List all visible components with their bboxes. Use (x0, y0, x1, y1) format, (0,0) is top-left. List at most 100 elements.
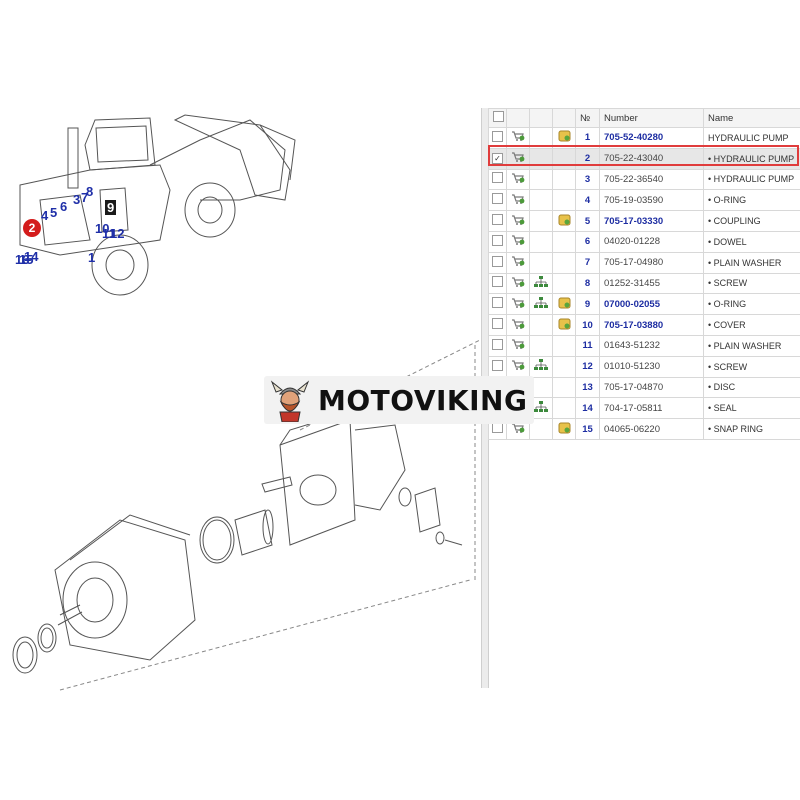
callout-2-active[interactable]: 2 (23, 219, 41, 237)
cart-add-icon[interactable] (511, 130, 525, 142)
row-checkbox[interactable] (492, 338, 503, 350)
row-checkbox-cell[interactable] (488, 272, 507, 295)
callout-7[interactable]: 7 (81, 190, 89, 205)
row-checkbox-cell[interactable] (488, 189, 507, 212)
add-to-cart-cell[interactable] (506, 293, 530, 316)
header-name[interactable]: Name (703, 108, 800, 128)
row-checkbox-cell[interactable] (488, 230, 507, 253)
header-no[interactable]: № (575, 108, 600, 128)
row-checkbox[interactable] (492, 130, 503, 142)
row-checkbox[interactable] (492, 214, 503, 226)
row-checkbox[interactable] (492, 255, 503, 267)
callout-6[interactable]: 6 (60, 199, 68, 214)
add-to-cart-cell[interactable] (506, 147, 530, 170)
cart-add-icon[interactable] (511, 359, 525, 371)
add-to-cart-cell[interactable] (506, 355, 530, 378)
callout-9[interactable]: 9 (105, 200, 117, 215)
add-to-cart-cell[interactable] (506, 189, 530, 212)
add-to-cart-cell[interactable] (506, 251, 530, 274)
cart-add-icon[interactable] (511, 193, 525, 205)
info-icon[interactable] (558, 297, 571, 309)
add-to-cart-cell[interactable] (506, 127, 530, 149)
cart-add-icon[interactable] (511, 297, 525, 309)
tree-cell[interactable] (529, 293, 553, 316)
row-checkbox[interactable] (492, 359, 503, 371)
cart-add-icon[interactable] (511, 234, 525, 246)
info-icon[interactable] (558, 214, 571, 226)
row-checkbox-cell[interactable] (488, 210, 507, 232)
tree-icon[interactable] (534, 400, 548, 413)
add-to-cart-cell[interactable] (506, 314, 530, 336)
row-checkbox-cell[interactable] (488, 334, 507, 357)
info-cell[interactable] (552, 314, 576, 336)
callout-3[interactable]: 3 (73, 192, 81, 207)
add-to-cart-cell[interactable] (506, 272, 530, 295)
add-to-cart-cell[interactable] (506, 334, 530, 357)
row-checkbox-cell[interactable]: ✓ (488, 147, 507, 170)
info-icon[interactable] (558, 422, 571, 434)
callout-8[interactable]: 8 (86, 184, 94, 199)
callout-16[interactable]: 16 (15, 252, 30, 267)
info-icon[interactable] (558, 130, 571, 142)
select-all-checkbox[interactable] (493, 111, 504, 122)
callout-5[interactable]: 5 (50, 205, 58, 220)
cart-add-icon[interactable] (511, 151, 525, 163)
info-cell[interactable] (552, 418, 576, 440)
tree-icon[interactable] (534, 359, 548, 371)
row-checkbox[interactable] (492, 297, 503, 309)
part-number-link[interactable]: 705-17-03330 (599, 210, 704, 232)
header-number[interactable]: Number (599, 108, 704, 128)
parts-diagram[interactable]: 1 2 3 4 5 6 7 8 9 10 11 12 14 15 16 (0, 0, 484, 800)
cart-add-icon[interactable] (511, 276, 525, 288)
callout-12[interactable]: 12 (110, 226, 125, 241)
callout-14[interactable]: 14 (24, 249, 39, 264)
tree-icon[interactable] (534, 296, 548, 309)
add-to-cart-cell[interactable] (506, 230, 530, 253)
row-checkbox-cell[interactable] (488, 293, 507, 316)
cart-add-icon[interactable] (511, 318, 525, 330)
part-number-link[interactable]: 705-52-40280 (599, 127, 704, 149)
info-icon[interactable] (558, 318, 571, 330)
header-check-col[interactable] (488, 108, 507, 128)
callout-10[interactable]: 10 (95, 221, 110, 236)
cart-add-icon[interactable] (511, 422, 525, 434)
tree-cell[interactable] (529, 355, 553, 378)
cart-add-icon[interactable] (511, 172, 525, 184)
row-checkbox[interactable] (492, 234, 503, 246)
add-to-cart-cell[interactable] (506, 168, 530, 191)
info-cell[interactable] (552, 210, 576, 232)
info-cell[interactable] (552, 293, 576, 316)
row-checkbox-cell[interactable] (488, 168, 507, 191)
callout-15[interactable]: 15 (19, 252, 34, 267)
part-number-link[interactable]: 07000-02055 (599, 293, 704, 316)
row-checkbox-cell[interactable] (488, 127, 507, 149)
callout-1[interactable]: 1 (88, 250, 96, 265)
check-mark-icon[interactable]: ✓ (492, 153, 503, 165)
row-checkbox-cell[interactable] (488, 314, 507, 336)
tree-cell[interactable] (529, 272, 553, 295)
part-number-link[interactable]: 705-17-03880 (599, 314, 704, 336)
row-checkbox-cell[interactable] (488, 355, 507, 378)
row-checkbox[interactable] (492, 318, 503, 330)
row-checkbox[interactable] (492, 172, 503, 184)
add-to-cart-cell[interactable] (506, 210, 530, 232)
cart-add-icon[interactable] (511, 255, 525, 267)
row-checkbox-cell[interactable] (488, 251, 507, 274)
row-checkbox[interactable] (492, 276, 503, 288)
row-checkbox[interactable] (492, 193, 503, 205)
callout-11[interactable]: 11 (102, 226, 116, 241)
cart-add-icon[interactable] (511, 214, 525, 226)
